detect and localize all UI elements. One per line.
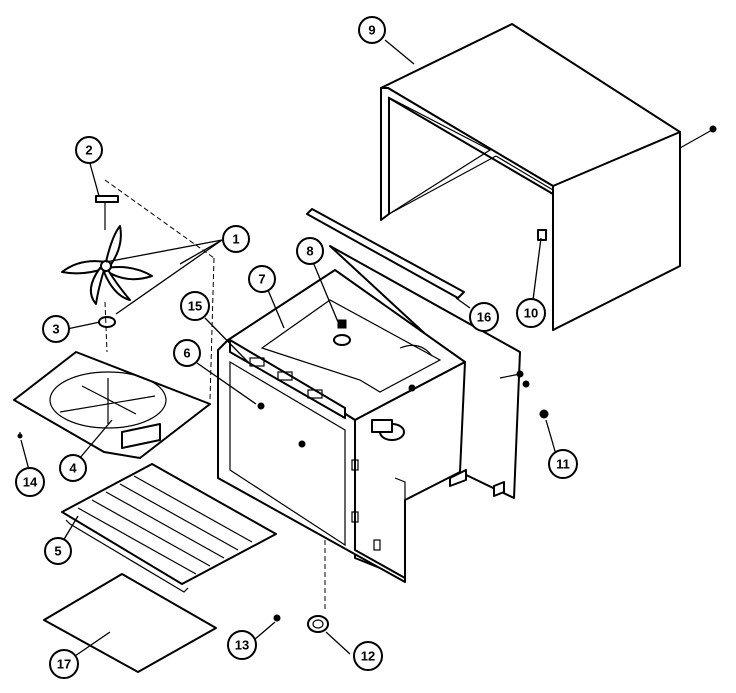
callout-9: 9 — [358, 16, 386, 44]
svg-text:9: 9 — [368, 23, 375, 38]
callout-7: 7 — [248, 265, 276, 293]
callout-4: 4 — [59, 454, 87, 482]
convection-fan-assembly — [61, 179, 215, 401]
bottom-hardware — [273, 540, 329, 633]
callout-6: 6 — [173, 339, 201, 367]
svg-text:6: 6 — [183, 346, 190, 361]
callout-8: 8 — [296, 237, 324, 265]
svg-text:13: 13 — [235, 638, 249, 653]
callout-15: 15 — [180, 291, 210, 321]
svg-text:2: 2 — [85, 143, 92, 158]
leader-lines — [20, 39, 558, 657]
svg-text:1: 1 — [232, 232, 239, 247]
svg-text:7: 7 — [258, 272, 265, 287]
callout-11: 11 — [548, 449, 578, 479]
broil-element-grill — [61, 463, 277, 593]
callout-16: 16 — [469, 302, 499, 332]
callout-3: 3 — [42, 315, 70, 343]
callout-10: 10 — [516, 298, 546, 328]
svg-text:3: 3 — [52, 322, 59, 337]
fan-baffle-plate — [13, 351, 211, 459]
cabinet-clip — [537, 229, 547, 241]
outer-cabinet-wrapper — [380, 23, 717, 331]
callout-2: 2 — [75, 136, 103, 164]
oven-cavity-assembly — [217, 245, 549, 583]
svg-text:16: 16 — [477, 310, 491, 325]
callout-12: 12 — [353, 641, 383, 671]
bottom-panel — [43, 573, 217, 673]
svg-text:4: 4 — [69, 461, 77, 476]
svg-text:8: 8 — [306, 244, 313, 259]
callout-1: 1 — [222, 225, 250, 253]
callout-5: 5 — [44, 537, 72, 565]
top-trim-strip — [306, 208, 465, 299]
svg-text:5: 5 — [54, 544, 61, 559]
svg-text:12: 12 — [361, 649, 375, 664]
callout-13: 13 — [227, 630, 257, 660]
svg-text:15: 15 — [188, 299, 202, 314]
svg-text:11: 11 — [556, 457, 570, 472]
svg-text:14: 14 — [23, 475, 38, 490]
callout-14: 14 — [15, 467, 45, 497]
svg-text:17: 17 — [57, 657, 71, 672]
svg-text:10: 10 — [524, 306, 538, 321]
callout-17: 17 — [49, 649, 79, 679]
